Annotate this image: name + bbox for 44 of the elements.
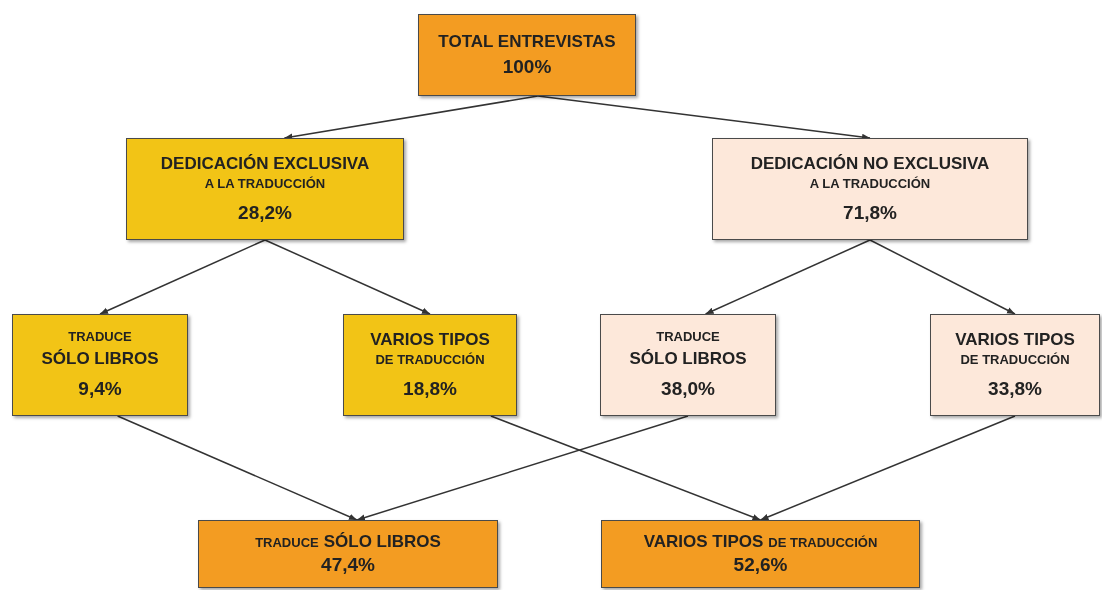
category-box (418, 14, 636, 96)
arrow (869, 239, 1016, 315)
node-label: DE TRADUCCIÓN (768, 536, 878, 552)
node-label: SÓLO LIBROS (629, 348, 747, 369)
node-label: DE TRADUCCIÓN (375, 353, 485, 369)
arrow (356, 415, 689, 521)
category-box (343, 314, 517, 416)
percentage-value: 33,8% (988, 378, 1042, 401)
node-label: VARIOS TIPOS (370, 329, 490, 350)
node-label: TRADUCE (68, 329, 132, 345)
node-label: TRADUCE (656, 329, 720, 345)
percentage-value: 38,0% (661, 378, 715, 401)
arrow (264, 239, 431, 315)
percentage-value: 18,8% (403, 378, 457, 401)
node-label: DE TRADUCCIÓN (960, 353, 1070, 369)
node-label: A LA TRADUCCIÓN (204, 177, 326, 193)
node-label: VARIOS TIPOS (643, 532, 764, 552)
arrow (704, 239, 871, 315)
category-box (600, 314, 776, 416)
percentage-value: 47,4% (321, 553, 375, 576)
category-box (12, 314, 188, 416)
category-box (712, 138, 1028, 240)
arrow (283, 95, 539, 140)
percentage-value: 9,4% (78, 378, 122, 401)
node-label: SÓLO LIBROS (41, 348, 159, 369)
node-label: VARIOS TIPOS (955, 329, 1075, 350)
percentage-value: 52,6% (733, 553, 788, 576)
node-label: DEDICACIÓN EXCLUSIVA (160, 153, 370, 174)
node-label: SÓLO LIBROS (323, 532, 441, 552)
arrow (490, 415, 762, 521)
node-label: TRADUCE (255, 536, 319, 552)
arrow (759, 415, 1016, 521)
percentage-value: 100% (502, 55, 552, 78)
percentage-value: 28,2% (238, 202, 292, 225)
node-label: DEDICACIÓN NO EXCLUSIVA (750, 153, 990, 174)
category-box (601, 520, 920, 588)
arrow (116, 415, 358, 521)
category-box (930, 314, 1100, 416)
arrow (99, 239, 266, 315)
category-box (198, 520, 498, 588)
percentage-value: 71,8% (843, 202, 897, 225)
category-box (126, 138, 404, 240)
node-label: TOTAL ENTREVISTAS (438, 32, 616, 52)
node-label: A LA TRADUCCIÓN (809, 177, 931, 193)
